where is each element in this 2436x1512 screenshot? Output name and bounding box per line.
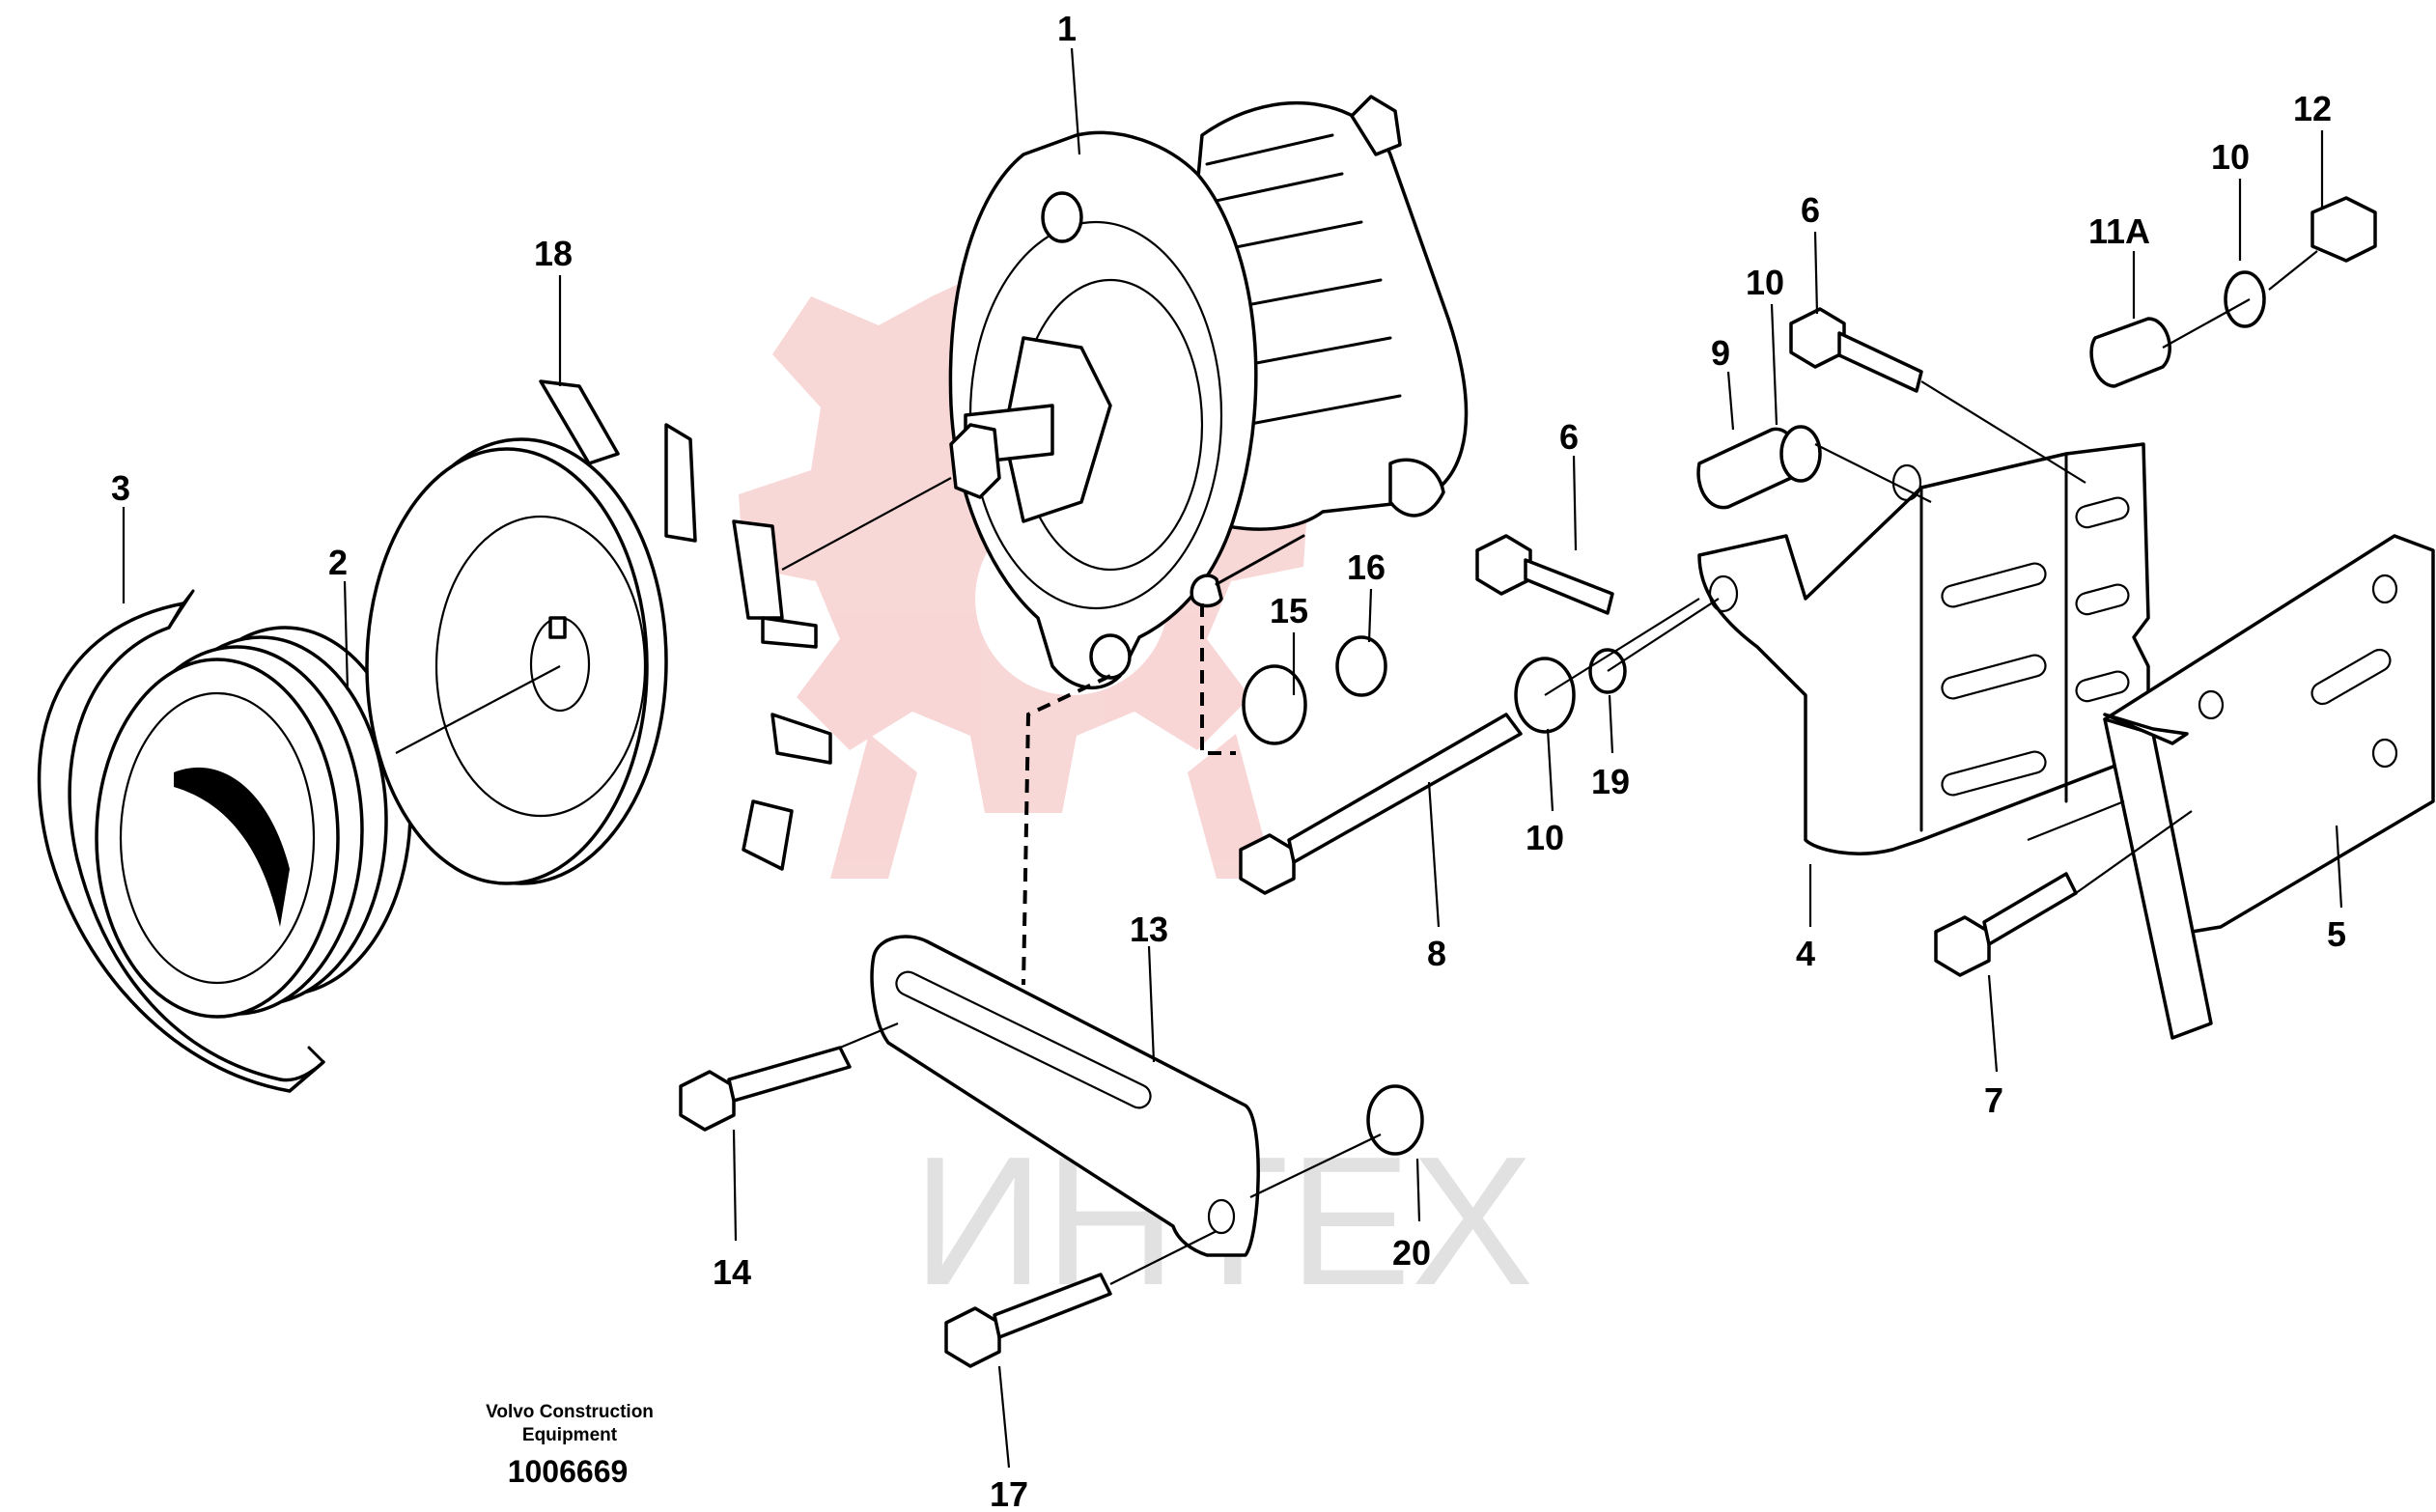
mounting-bracket-part <box>1697 442 2150 855</box>
callout-7: 7 <box>1984 1080 2003 1120</box>
callout-19: 19 <box>1591 762 1630 801</box>
callout-4: 4 <box>1796 934 1815 973</box>
callout-14: 14 <box>713 1252 751 1292</box>
callout-10-mid: 10 <box>1746 263 1784 302</box>
callout-13: 13 <box>1130 910 1168 949</box>
callout-2: 2 <box>328 543 348 582</box>
callout-10-low: 10 <box>1526 818 1564 857</box>
spacer-11A <box>2089 317 2171 388</box>
pulley-part <box>95 626 412 1019</box>
callout-16: 16 <box>1347 547 1386 587</box>
assembly-lines <box>395 250 2318 1285</box>
bolt-8 <box>1239 713 1523 895</box>
callout-17: 17 <box>990 1474 1028 1512</box>
footer: Volvo Construction Equipment 1006669 <box>486 1402 654 1489</box>
callout-5: 5 <box>2327 914 2346 954</box>
callout-8: 8 <box>1427 934 1446 973</box>
callout-12: 12 <box>2293 89 2332 128</box>
callout-3: 3 <box>111 468 130 508</box>
callout-15: 15 <box>1270 591 1308 630</box>
alternator-part <box>948 95 1469 690</box>
callout-18: 18 <box>534 234 573 273</box>
callouts: 1 2 3 4 5 6 6 7 8 9 10 10 10 11A 12 13 1… <box>111 9 2346 1512</box>
company-name-line2: Equipment <box>522 1425 618 1445</box>
fan-part <box>365 379 832 885</box>
callout-6-upper: 6 <box>1801 190 1820 230</box>
nut-12 <box>2310 196 2377 263</box>
callout-20: 20 <box>1392 1233 1431 1273</box>
belt-guard-part <box>37 589 325 1093</box>
callout-9: 9 <box>1711 333 1730 373</box>
callout-11A: 11A <box>2088 211 2150 251</box>
bolt-17 <box>944 1273 1112 1368</box>
bolt-14 <box>679 1046 852 1132</box>
callout-6-lower: 6 <box>1559 417 1579 457</box>
callout-1: 1 <box>1057 9 1077 48</box>
leader-lines <box>122 47 2343 1469</box>
bolt-6-upper <box>1789 307 1923 393</box>
washers <box>1242 270 2266 1156</box>
drawing-number: 1006669 <box>508 1454 629 1489</box>
company-name-line1: Volvo Construction <box>486 1402 654 1422</box>
bolt-7 <box>1934 872 2078 977</box>
bolt-6-lower <box>1475 534 1614 615</box>
adjusting-bar-part <box>870 935 1260 1257</box>
callout-10-top: 10 <box>2211 137 2250 177</box>
mounting-plate-part <box>2103 534 2435 1040</box>
